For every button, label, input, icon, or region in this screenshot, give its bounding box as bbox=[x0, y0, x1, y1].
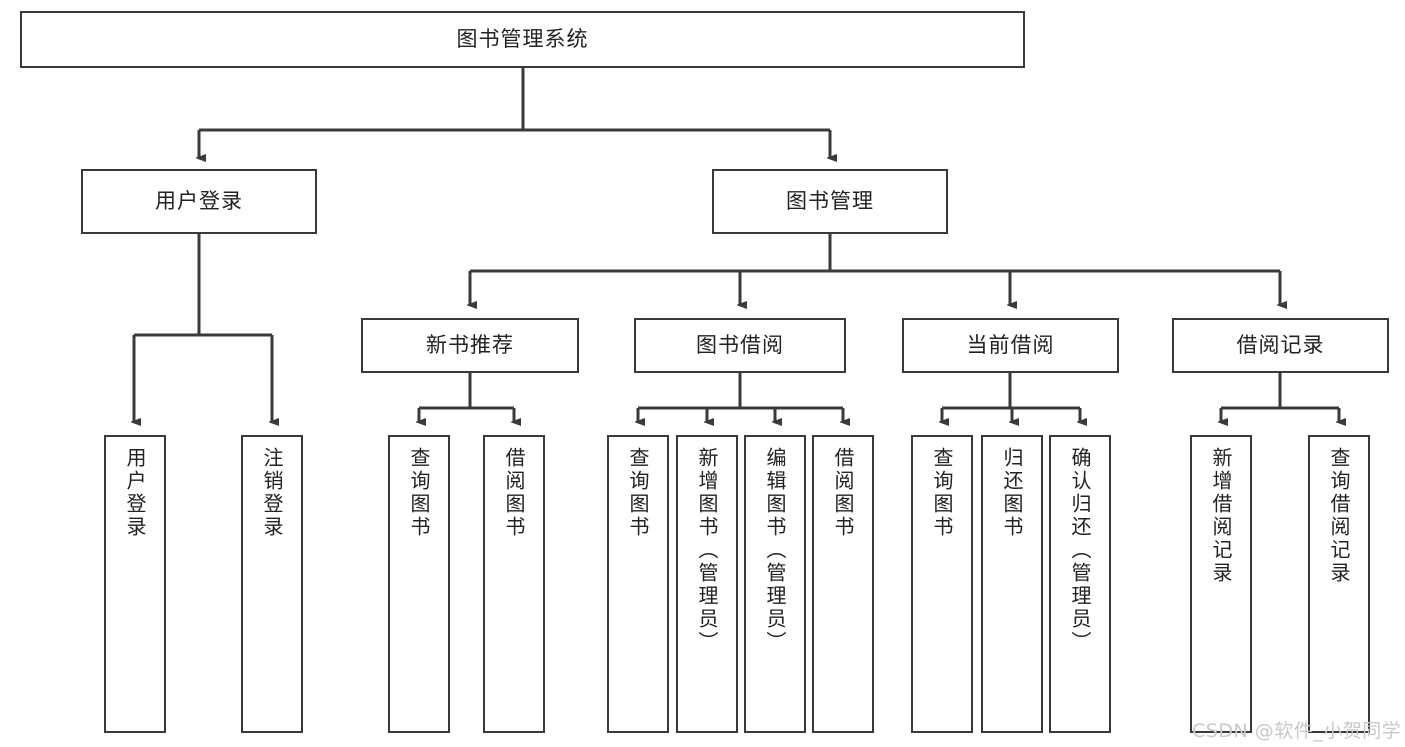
leaf-user-login[interactable]: 用户登录 bbox=[104, 435, 166, 733]
node-label: 借阅记录 bbox=[1236, 333, 1325, 358]
watermark: CSDN @软件_小贺同学 bbox=[1192, 720, 1402, 742]
node-label: 当前借阅 bbox=[966, 333, 1055, 358]
leaf-borrow-book[interactable]: 借阅图书 bbox=[812, 435, 874, 733]
node-label: 新书推荐 bbox=[426, 333, 514, 358]
node-label: 图书管理系统 bbox=[456, 27, 589, 52]
leaf-add-book-admin[interactable]: 新增图书（管理员） bbox=[676, 435, 738, 733]
node-borrow-record[interactable]: 借阅记录 bbox=[1172, 318, 1389, 373]
node-current-borrow[interactable]: 当前借阅 bbox=[902, 318, 1119, 373]
node-new-book-recommend[interactable]: 新书推荐 bbox=[361, 318, 579, 373]
node-user-login[interactable]: 用户登录 bbox=[81, 169, 317, 234]
leaf-add-borrow-record[interactable]: 新增借阅记录 bbox=[1190, 435, 1252, 733]
leaf-logout[interactable]: 注销登录 bbox=[241, 435, 303, 733]
node-label: 新增图书（管理员） bbox=[695, 447, 719, 654]
node-label: 确认归还（管理员） bbox=[1068, 447, 1092, 654]
node-label: 图书借阅 bbox=[696, 333, 784, 358]
node-label: 新增借阅记录 bbox=[1209, 447, 1233, 585]
node-label: 注销登录 bbox=[260, 447, 284, 539]
leaf-confirm-return-admin[interactable]: 确认归还（管理员） bbox=[1049, 435, 1111, 733]
node-root[interactable]: 图书管理系统 bbox=[20, 11, 1025, 68]
leaf-query-book-recommend[interactable]: 查询图书 bbox=[388, 435, 450, 733]
node-label: 查询借阅记录 bbox=[1327, 447, 1351, 585]
node-label: 用户登录 bbox=[123, 447, 147, 539]
node-label: 查询图书 bbox=[626, 447, 650, 539]
leaf-borrow-book-recommend[interactable]: 借阅图书 bbox=[483, 435, 545, 733]
node-label: 借阅图书 bbox=[502, 447, 526, 539]
leaf-edit-book-admin[interactable]: 编辑图书（管理员） bbox=[744, 435, 806, 733]
node-label: 查询图书 bbox=[930, 447, 954, 539]
node-label: 图书管理 bbox=[786, 189, 874, 214]
node-book-management[interactable]: 图书管理 bbox=[712, 169, 948, 234]
node-label: 归还图书 bbox=[1000, 447, 1024, 539]
leaf-query-book-current[interactable]: 查询图书 bbox=[911, 435, 973, 733]
leaf-query-borrow-record[interactable]: 查询借阅记录 bbox=[1308, 435, 1370, 733]
node-book-borrow[interactable]: 图书借阅 bbox=[634, 318, 846, 373]
leaf-return-book[interactable]: 归还图书 bbox=[981, 435, 1043, 733]
leaf-query-book-borrow[interactable]: 查询图书 bbox=[607, 435, 669, 733]
node-label: 借阅图书 bbox=[831, 447, 855, 539]
node-label: 编辑图书（管理员） bbox=[763, 447, 787, 654]
node-label: 查询图书 bbox=[407, 447, 431, 539]
node-label: 用户登录 bbox=[155, 189, 243, 214]
